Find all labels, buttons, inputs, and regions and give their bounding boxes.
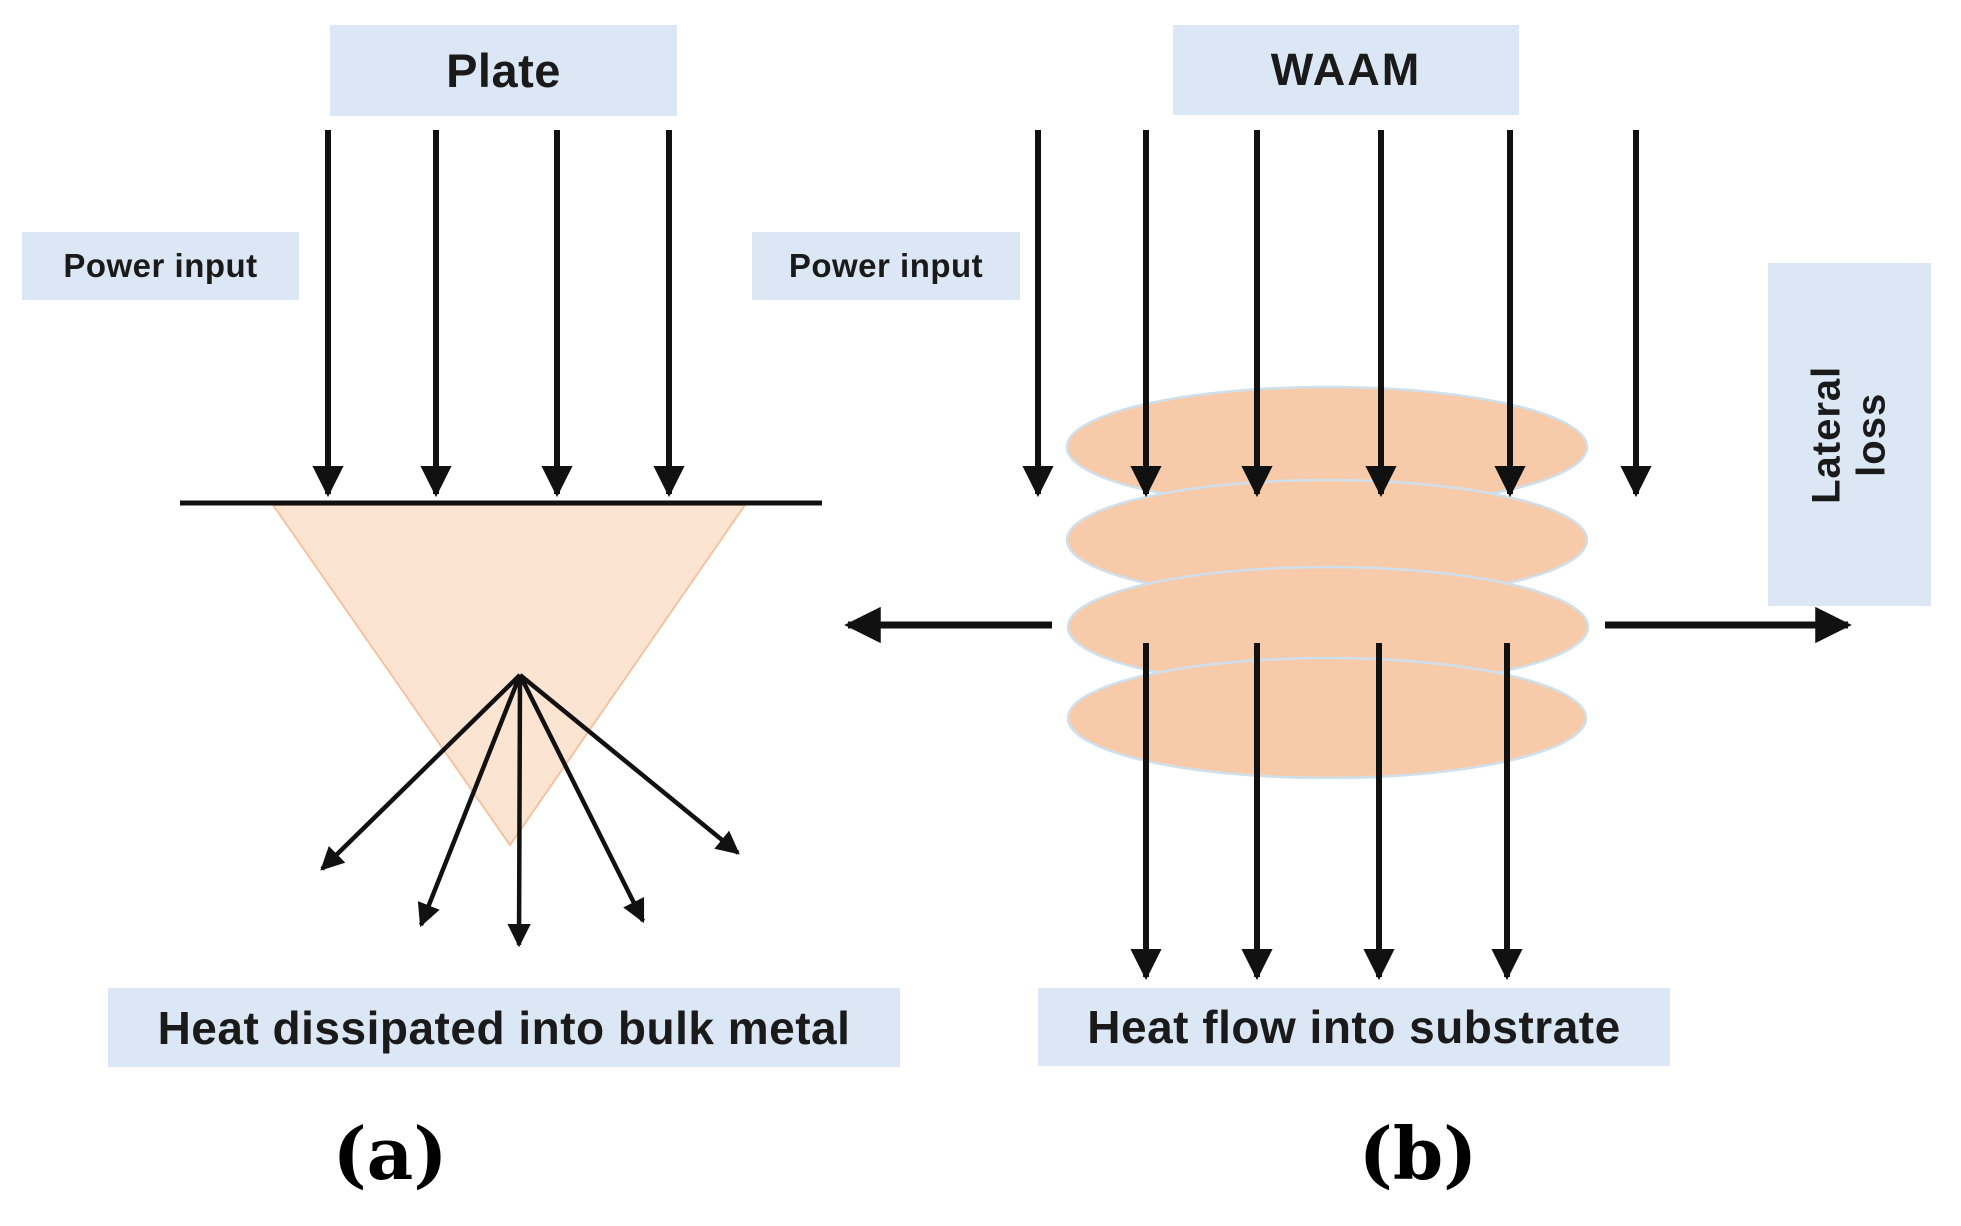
power-input-label-waam: Power input (752, 232, 1020, 300)
caption-a: (a) (332, 1110, 448, 1196)
waam-title-label: WAAM (1173, 25, 1519, 115)
plate-power-arrow-icons (312, 130, 685, 498)
waam-power-arrow-icons (1022, 130, 1652, 498)
caption-b: (b) (1358, 1110, 1478, 1196)
heat-flow-substrate-label: Heat flow into substrate (1038, 988, 1670, 1066)
power-input-label-plate: Power input (22, 232, 299, 300)
heat-dissipated-label: Heat dissipated into bulk metal (108, 988, 900, 1067)
lateral-loss-label: Lateral loss (1768, 263, 1931, 606)
substrate-heat-arrow-icons (1130, 643, 1523, 981)
heat-cone-shape (271, 504, 747, 847)
lateral-loss-label-text: Lateral loss (1804, 365, 1894, 504)
heat-dissipation-arrow-icons (320, 673, 740, 948)
weld-bead-shapes (1065, 385, 1590, 780)
plate-title-label: Plate (330, 25, 677, 116)
